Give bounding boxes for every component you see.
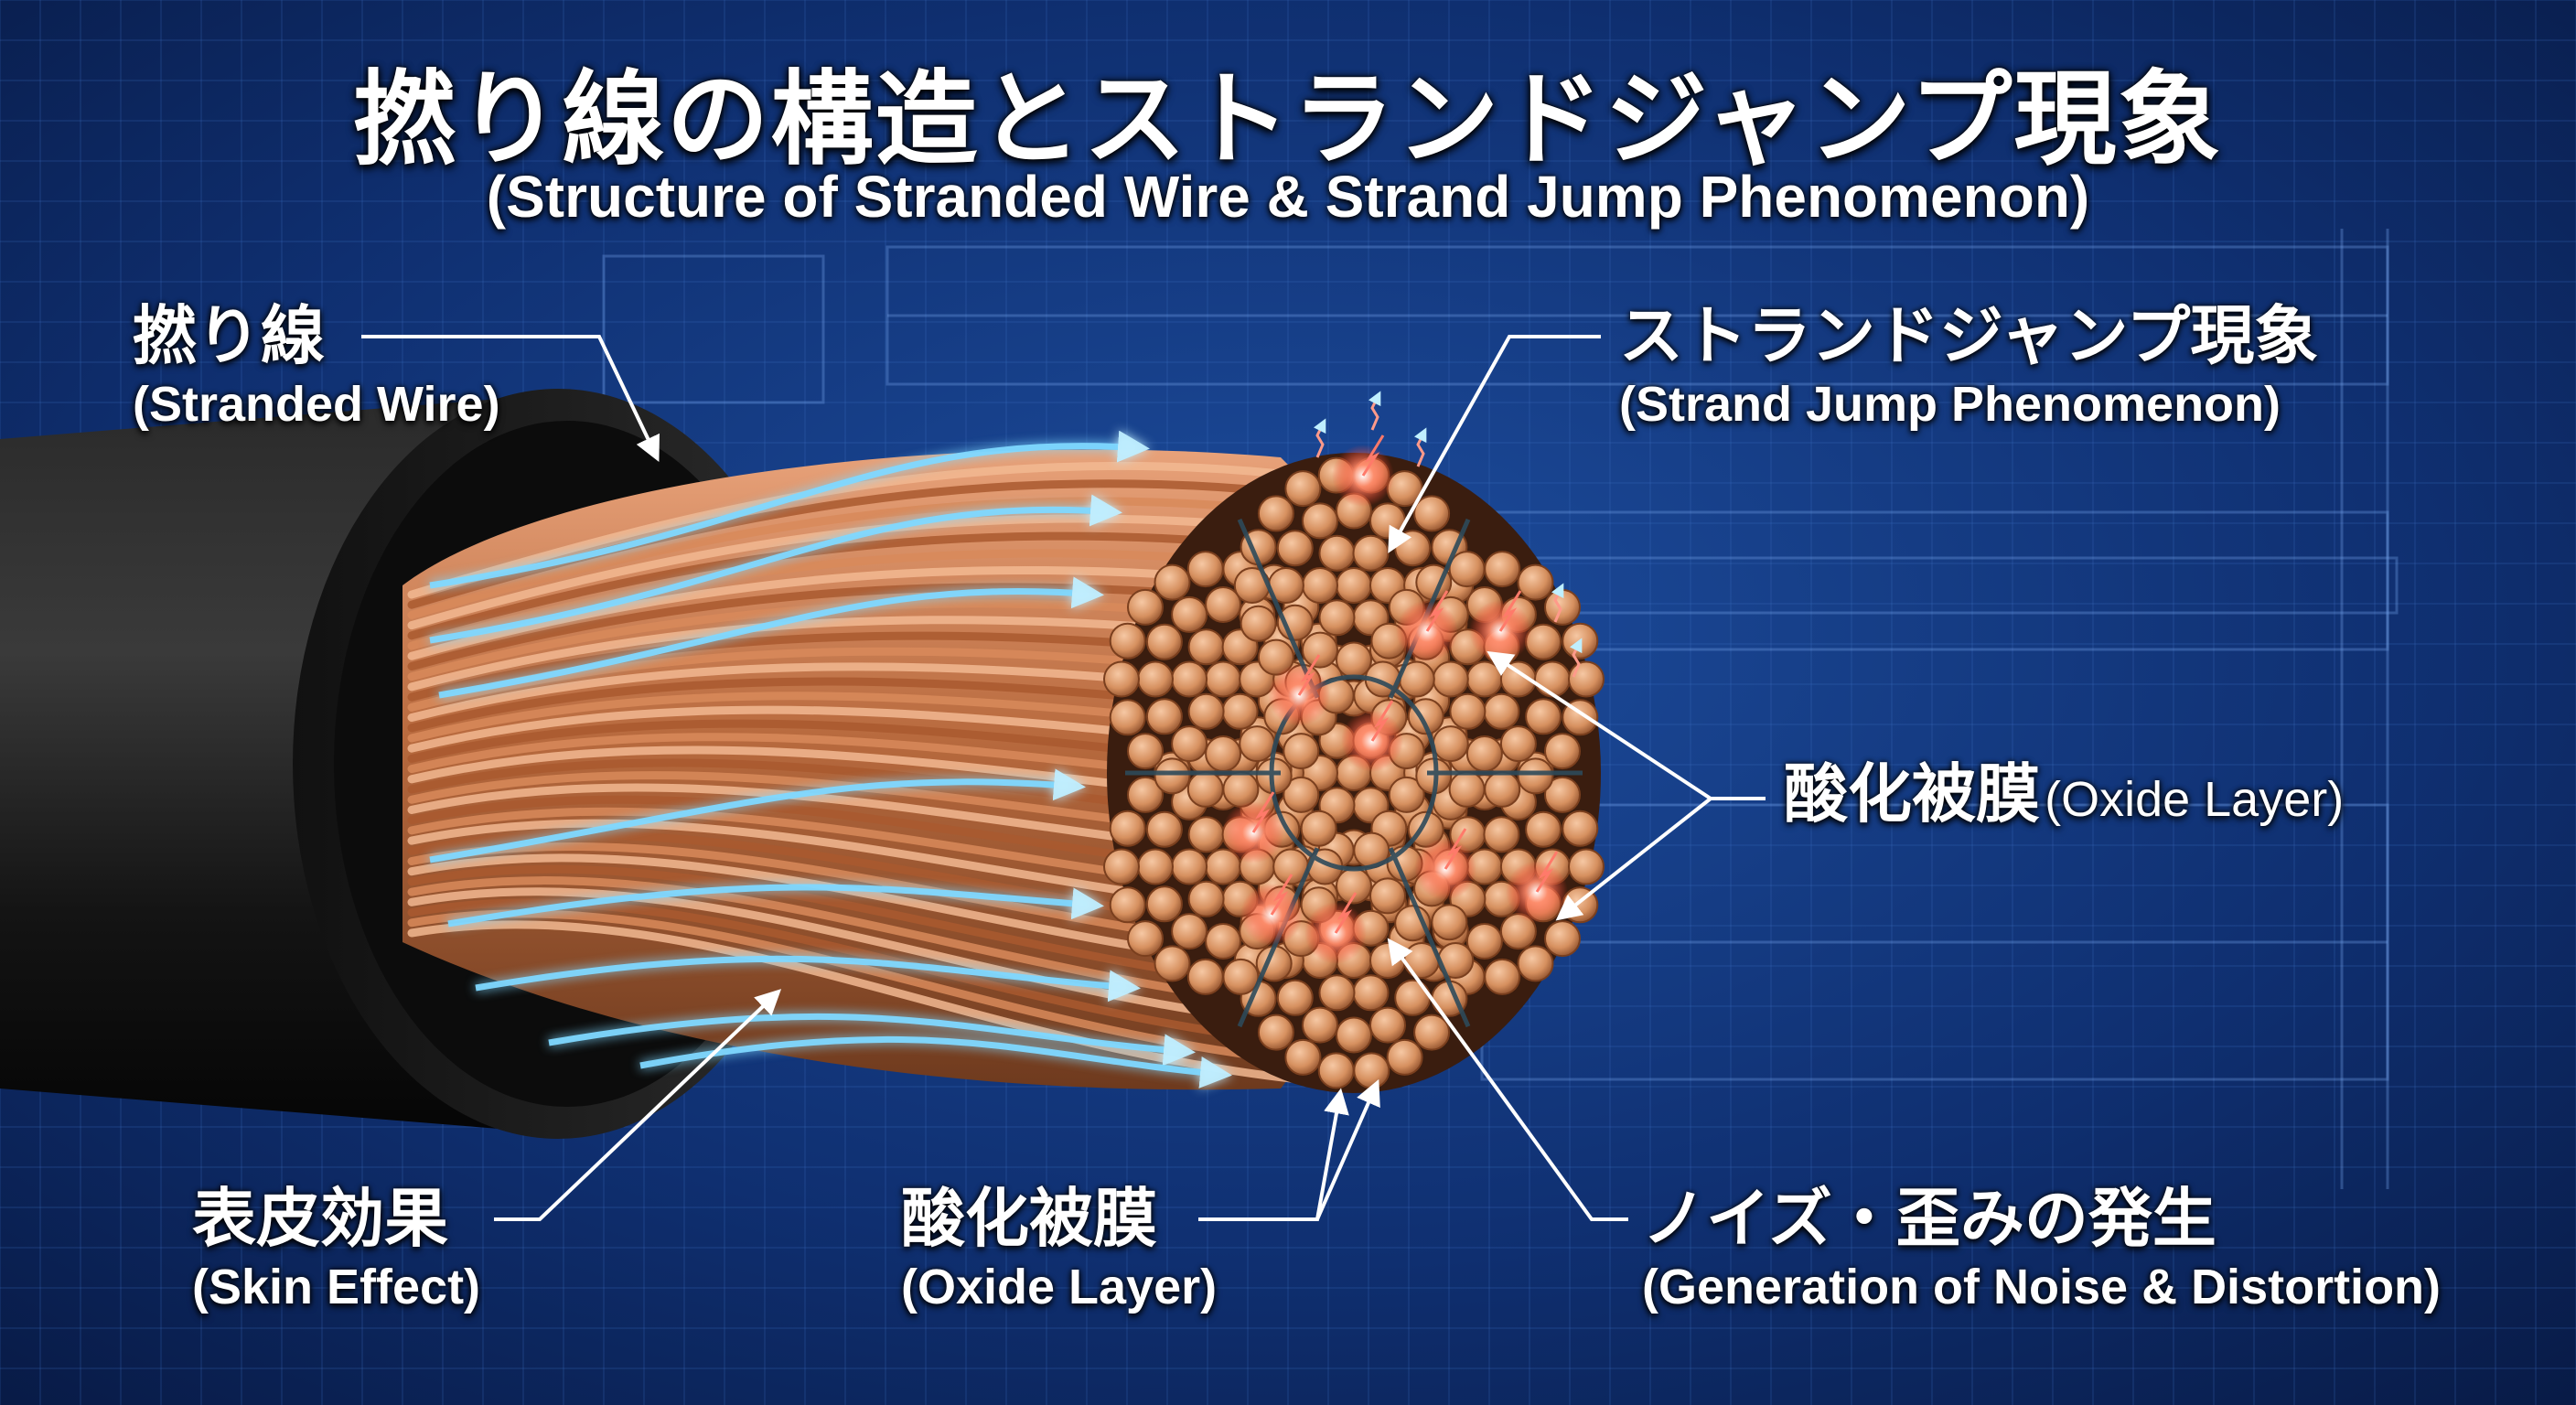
label-skin-effect: 表皮効果 (Skin Effect) bbox=[192, 1180, 480, 1317]
label-noise-en: (Generation of Noise & Distortion) bbox=[1642, 1257, 2441, 1317]
title-english: (Structure of Stranded Wire & Strand Jum… bbox=[0, 163, 2576, 231]
label-skin-effect-en: (Skin Effect) bbox=[192, 1257, 480, 1317]
label-oxide-bottom-jp: 酸化被膜 bbox=[901, 1180, 1217, 1257]
label-stranded-wire-jp: 撚り線 bbox=[133, 297, 500, 374]
label-stranded-wire-en: (Stranded Wire) bbox=[133, 374, 500, 434]
label-strand-jump-jp: ストランドジャンプ現象 bbox=[1619, 297, 2318, 374]
label-skin-effect-jp: 表皮効果 bbox=[192, 1180, 480, 1257]
label-strand-jump: ストランドジャンプ現象 (Strand Jump Phenomenon) bbox=[1619, 297, 2318, 434]
label-noise-distortion: ノイズ・歪みの発生 (Generation of Noise & Distort… bbox=[1642, 1180, 2441, 1317]
label-oxide-bottom-en: (Oxide Layer) bbox=[901, 1257, 1217, 1317]
label-oxide-right-jp: 酸化被膜 bbox=[1784, 756, 2040, 831]
label-noise-jp: ノイズ・歪みの発生 bbox=[1642, 1180, 2441, 1257]
label-oxide-layer-right: 酸化被膜 (Oxide Layer) bbox=[1784, 756, 2344, 832]
label-oxide-right-en: (Oxide Layer) bbox=[2045, 772, 2344, 827]
label-stranded-wire: 撚り線 (Stranded Wire) bbox=[133, 297, 500, 434]
label-strand-jump-en: (Strand Jump Phenomenon) bbox=[1619, 374, 2318, 434]
label-oxide-layer-bottom: 酸化被膜 (Oxide Layer) bbox=[901, 1180, 1217, 1317]
